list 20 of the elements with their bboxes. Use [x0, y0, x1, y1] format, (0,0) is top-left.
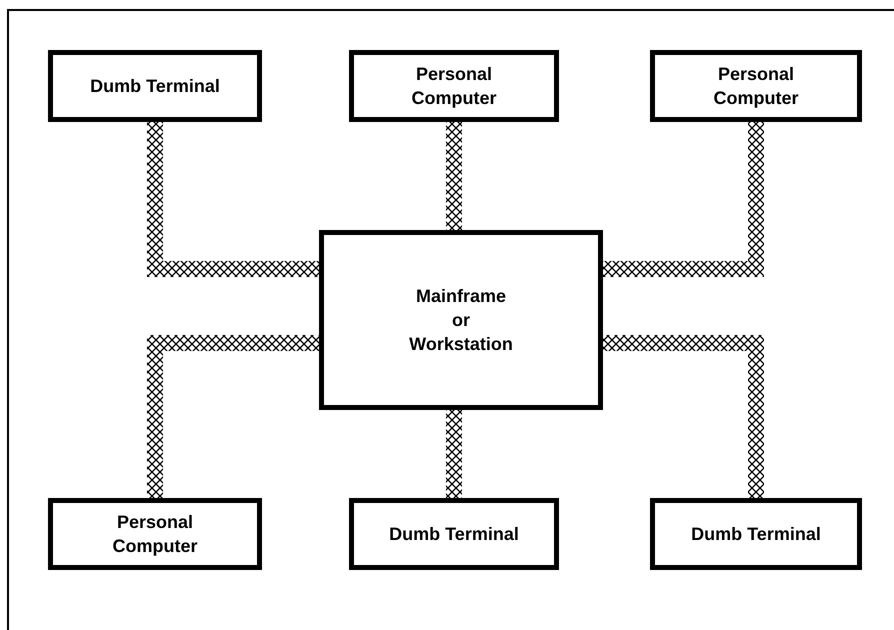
computer-box: [349, 50, 559, 122]
computer-box: [650, 50, 862, 122]
cable-connector: [603, 122, 764, 277]
computer-box: [650, 498, 862, 570]
cable-connector: [147, 122, 319, 277]
node-label: Dumb Terminal: [691, 523, 821, 546]
node-label: Dumb Terminal: [389, 523, 519, 546]
cable-connector: [603, 335, 764, 498]
node-label: Personal Computer: [712, 63, 800, 110]
computer-box: [48, 498, 262, 570]
node-label: Mainframe or Workstation: [409, 285, 513, 356]
computer-box: [319, 230, 603, 410]
node-label: Personal Computer: [112, 511, 198, 558]
computer-box: [48, 50, 262, 122]
cable-connector: [147, 335, 319, 498]
computer-box: [349, 498, 559, 570]
cable-connector: [446, 410, 462, 498]
node-label: Dumb Terminal: [90, 75, 220, 98]
cable-connector: [446, 122, 462, 230]
node-label: Personal Computer: [410, 63, 498, 110]
